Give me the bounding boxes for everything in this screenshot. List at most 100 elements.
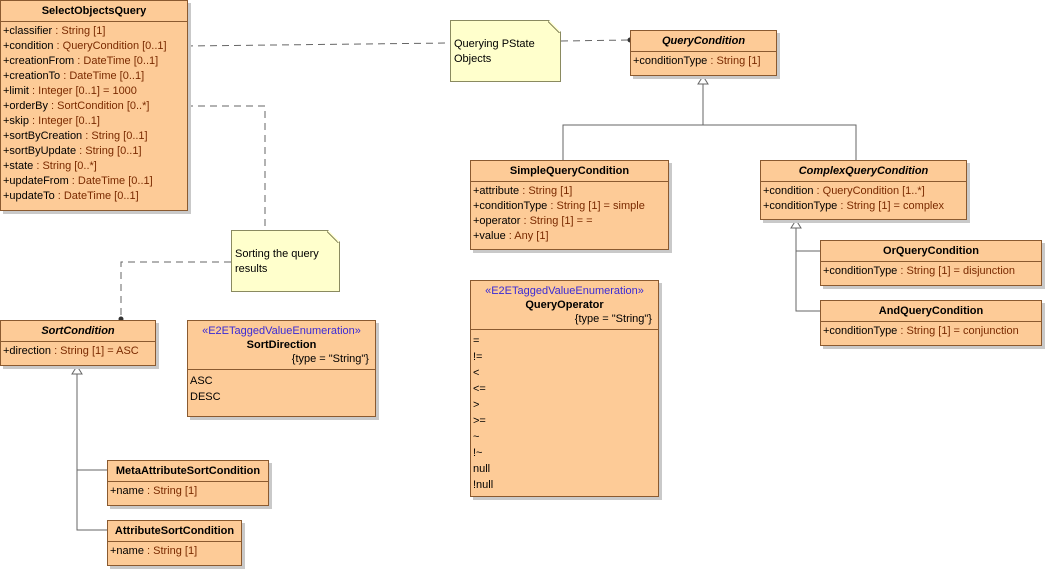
class-sort-condition[interactable]: SortCondition +direction : String [1] = … bbox=[0, 320, 156, 366]
attribute-row: +conditionType : String [1] = conjunctio… bbox=[823, 324, 1039, 339]
attribute-row: +state : String [0..*] bbox=[3, 159, 185, 174]
class-name: SimpleQueryCondition bbox=[509, 165, 630, 177]
class-name: QueryOperator bbox=[525, 299, 604, 311]
attribute-name: +orderBy bbox=[3, 100, 48, 112]
attribute-type: : String [0..1] bbox=[76, 145, 142, 157]
enum-sort-direction[interactable]: «E2ETaggedValueEnumeration» SortDirectio… bbox=[187, 320, 376, 417]
class-complex-query-condition[interactable]: ComplexQueryCondition +condition : Query… bbox=[760, 160, 967, 220]
enum-literal: !~ bbox=[473, 447, 483, 459]
class-and-query-condition[interactable]: AndQueryCondition +conditionType : Strin… bbox=[820, 300, 1042, 346]
literal-list: ASC DESC bbox=[188, 370, 375, 408]
attribute-list: +name : String [1] bbox=[108, 482, 268, 502]
attribute-row: +condition : QueryCondition [0..1] bbox=[3, 39, 185, 54]
attribute-type: : String [1] = complex bbox=[837, 200, 944, 212]
attribute-name: +creationTo bbox=[3, 70, 61, 82]
attribute-row: +skip : Integer [0..1] bbox=[3, 114, 185, 129]
class-header: «E2ETaggedValueEnumeration» SortDirectio… bbox=[188, 321, 375, 370]
attribute-name: +attribute bbox=[473, 185, 520, 197]
attribute-row: +updateTo : DateTime [0..1] bbox=[3, 189, 185, 204]
class-name: OrQueryCondition bbox=[883, 245, 979, 257]
class-header: AndQueryCondition bbox=[821, 301, 1041, 322]
class-name: SortCondition bbox=[41, 325, 115, 337]
generalization-arrow-complex bbox=[790, 219, 802, 229]
note-querying-pstate[interactable]: Querying PState Objects bbox=[450, 20, 561, 82]
attribute-list: +attribute : String [1] +conditionType :… bbox=[471, 182, 668, 247]
tagged-value: {type = "String"} bbox=[574, 313, 652, 325]
literal-list: = != < <= > >= ~ !~ null !null bbox=[471, 330, 658, 496]
anchor-note-to-querycondition bbox=[560, 39, 631, 42]
attribute-type: : String [1] bbox=[519, 185, 573, 197]
enum-literal: ~ bbox=[473, 431, 480, 443]
class-or-query-condition[interactable]: OrQueryCondition +conditionType : String… bbox=[820, 240, 1042, 286]
class-attribute-sort-condition[interactable]: AttributeSortCondition +name : String [1… bbox=[107, 520, 242, 566]
class-simple-query-condition[interactable]: SimpleQueryCondition +attribute : String… bbox=[470, 160, 669, 250]
attribute-row: +conditionType : String [1] = disjunctio… bbox=[823, 264, 1039, 279]
attribute-row: +sortByUpdate : String [0..1] bbox=[3, 144, 185, 159]
attribute-name: +classifier bbox=[3, 25, 53, 37]
class-header: OrQueryCondition bbox=[821, 241, 1041, 262]
attribute-row: +conditionType : String [1] = simple bbox=[473, 199, 666, 214]
attribute-row: +conditionType : String [1] bbox=[633, 54, 774, 69]
attribute-name: +operator bbox=[473, 215, 521, 227]
attribute-name: +conditionType bbox=[823, 325, 898, 337]
attribute-name: +creationFrom bbox=[3, 55, 75, 67]
attribute-row: +sortByCreation : String [0..1] bbox=[3, 129, 185, 144]
attribute-name: +name bbox=[110, 485, 144, 497]
attribute-list: +conditionType : String [1] bbox=[631, 52, 776, 72]
attribute-type: : DateTime [0..1] bbox=[68, 175, 153, 187]
generalization-simple bbox=[562, 84, 704, 160]
attribute-type: : String [1] = disjunction bbox=[897, 265, 1016, 277]
attribute-list: +conditionType : String [1] = disjunctio… bbox=[821, 262, 1041, 282]
attribute-type: : String [1] bbox=[143, 485, 198, 497]
attribute-list: +name : String [1] bbox=[108, 542, 241, 562]
attribute-type: : String [0..*] bbox=[33, 160, 97, 172]
generalization-and bbox=[795, 251, 820, 312]
attribute-name: +conditionType bbox=[763, 200, 838, 212]
attribute-name: +conditionType bbox=[473, 200, 548, 212]
attribute-name: +sortByUpdate bbox=[3, 145, 77, 157]
attribute-name: +condition bbox=[763, 185, 814, 197]
class-header: SelectObjectsQuery bbox=[1, 1, 187, 22]
class-meta-attribute-sort-condition[interactable]: MetaAttributeSortCondition +name : Strin… bbox=[107, 460, 269, 506]
attribute-type: : String [1] = ASC bbox=[51, 345, 139, 357]
attribute-type: : String [1] bbox=[52, 25, 106, 37]
anchor-condition-to-note bbox=[185, 42, 451, 47]
attribute-type: : Integer [0..1] bbox=[29, 115, 100, 127]
attribute-row: +name : String [1] bbox=[110, 484, 266, 499]
enum-query-operator[interactable]: «E2ETaggedValueEnumeration» QueryOperato… bbox=[470, 280, 659, 497]
attribute-name: +conditionType bbox=[823, 265, 898, 277]
enum-literal: != bbox=[473, 351, 483, 363]
attribute-type: : DateTime [0..1] bbox=[54, 190, 139, 202]
attribute-list: +classifier : String [1] +condition : Qu… bbox=[1, 22, 187, 207]
attribute-row: +limit : Integer [0..1] = 1000 bbox=[3, 84, 185, 99]
note-sorting-results[interactable]: Sorting the query results bbox=[231, 230, 340, 292]
generalization-or bbox=[795, 228, 820, 252]
enum-literal: <= bbox=[473, 383, 486, 395]
attribute-row: +updateFrom : DateTime [0..1] bbox=[3, 174, 185, 189]
attribute-name: +updateFrom bbox=[3, 175, 69, 187]
enum-literal: ASC bbox=[190, 375, 213, 387]
attribute-row: +attribute : String [1] bbox=[473, 184, 666, 199]
attribute-row: +creationTo : DateTime [0..1] bbox=[3, 69, 185, 84]
class-query-condition[interactable]: QueryCondition +conditionType : String [… bbox=[630, 30, 777, 76]
generalization-attr bbox=[76, 470, 107, 531]
attribute-type: : Integer [0..1] = 1000 bbox=[28, 85, 137, 97]
attribute-list: +direction : String [1] = ASC bbox=[1, 342, 155, 362]
class-header: «E2ETaggedValueEnumeration» QueryOperato… bbox=[471, 281, 658, 330]
class-header: AttributeSortCondition bbox=[108, 521, 241, 542]
attribute-name: +value bbox=[473, 230, 506, 242]
attribute-list: +condition : QueryCondition [1..*] +cond… bbox=[761, 182, 966, 217]
attribute-name: +conditionType bbox=[633, 55, 708, 67]
attribute-list: +conditionType : String [1] = conjunctio… bbox=[821, 322, 1041, 342]
class-select-objects-query[interactable]: SelectObjectsQuery +classifier : String … bbox=[0, 0, 188, 211]
generalization-arrow-querycondition bbox=[697, 75, 709, 85]
attribute-type: : QueryCondition [1..*] bbox=[813, 185, 925, 197]
attribute-type: : String [0..1] bbox=[82, 130, 148, 142]
generalization-meta bbox=[76, 374, 107, 471]
class-header: SimpleQueryCondition bbox=[471, 161, 668, 182]
attribute-type: : String [1] = simple bbox=[547, 200, 645, 212]
attribute-type: : String [1] bbox=[707, 55, 761, 67]
class-name: SortDirection bbox=[246, 339, 317, 351]
class-name: MetaAttributeSortCondition bbox=[115, 465, 261, 477]
class-name: SelectObjectsQuery bbox=[41, 5, 147, 17]
